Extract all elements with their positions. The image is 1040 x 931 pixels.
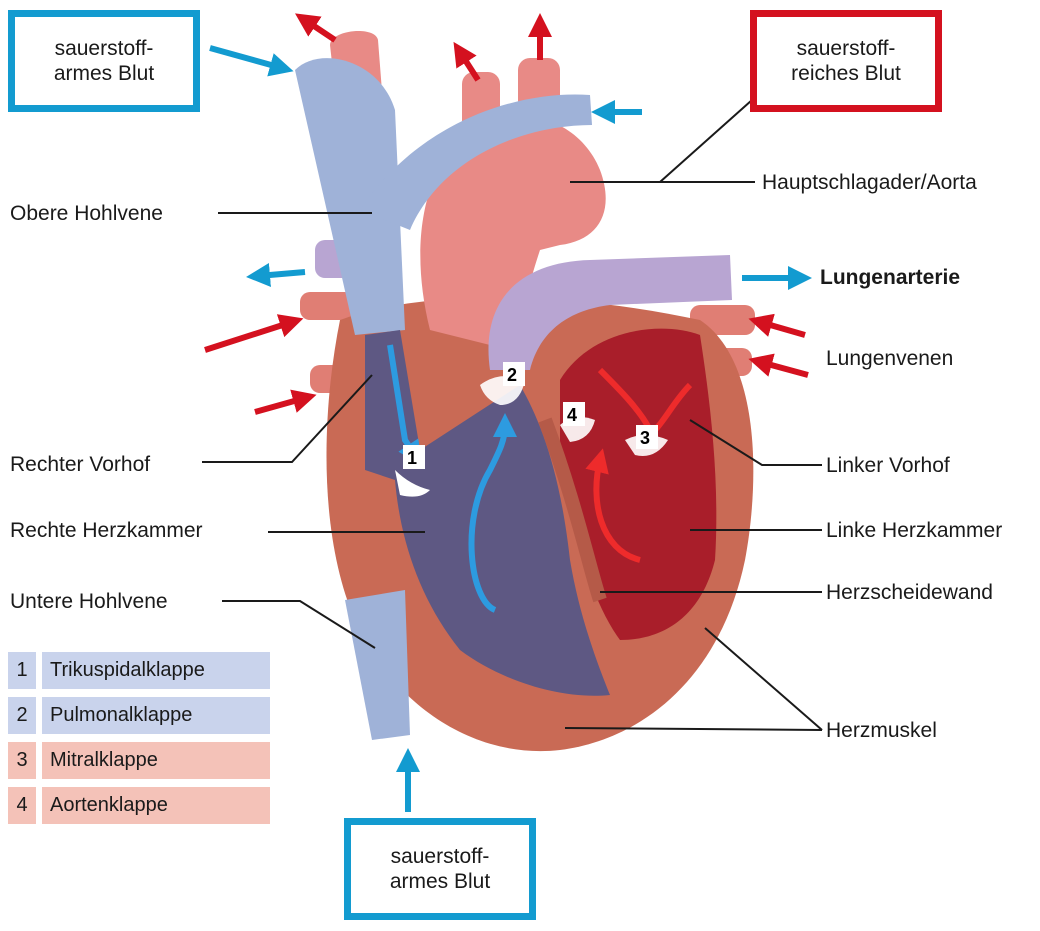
label-septum: Herzscheidewand — [826, 582, 993, 603]
label-inferior-vena-cava: Untere Hohlvene — [10, 591, 168, 612]
label-pulmonary-artery: Lungenarterie — [820, 267, 960, 288]
legend-number: 4 — [8, 787, 36, 824]
valve-number-1: 1 — [407, 448, 417, 468]
label-right-atrium: Rechter Vorhof — [10, 454, 150, 475]
valve-number-2: 2 — [507, 365, 517, 385]
label-right-ventricle: Rechte Herzkammer — [10, 520, 203, 541]
label-aorta: Hauptschlagader/Aorta — [762, 172, 977, 193]
legend-item: 3 Mitralklappe — [8, 742, 270, 779]
legend-number: 3 — [8, 742, 36, 779]
oxygenated-blood-box: sauerstoff- reiches Blut — [750, 10, 942, 112]
inferior-vena-cava — [345, 590, 410, 740]
deoxygenated-blood-box-top: sauerstoff- armes Blut — [8, 10, 200, 112]
legend-item: 1 Trikuspidalklappe — [8, 652, 270, 689]
label-left-atrium: Linker Vorhof — [826, 455, 950, 476]
label-pulmonary-veins: Lungenvenen — [826, 348, 953, 369]
label-left-ventricle: Linke Herzkammer — [826, 520, 1002, 541]
valve-legend: 1 Trikuspidalklappe 2 Pulmonalklappe 3 M… — [8, 652, 270, 832]
legend-number: 2 — [8, 697, 36, 734]
legend-item: 2 Pulmonalklappe — [8, 697, 270, 734]
label-heart-muscle: Herzmuskel — [826, 720, 937, 741]
legend-name: Mitralklappe — [42, 742, 270, 779]
legend-name: Trikuspidalklappe — [42, 652, 270, 689]
valve-number-4: 4 — [567, 405, 577, 425]
label-superior-vena-cava: Obere Hohlvene — [10, 203, 163, 224]
valve-number-3: 3 — [640, 428, 650, 448]
legend-item: 4 Aortenklappe — [8, 787, 270, 824]
legend-name: Pulmonalklappe — [42, 697, 270, 734]
legend-name: Aortenklappe — [42, 787, 270, 824]
legend-number: 1 — [8, 652, 36, 689]
deoxygenated-blood-box-bottom: sauerstoff- armes Blut — [344, 818, 536, 920]
